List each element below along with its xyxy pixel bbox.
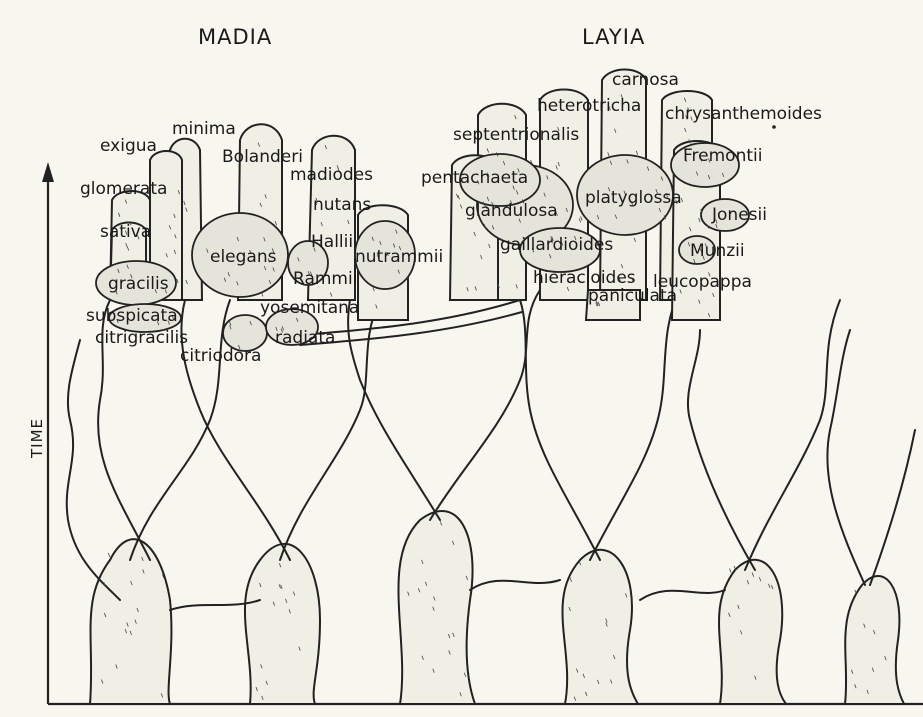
label-rammii: Rammii: [293, 269, 357, 289]
label-minima: minima: [172, 119, 236, 139]
trunk-1: [90, 539, 171, 704]
ancestral-trunks: [90, 511, 904, 704]
genus-header-layia: LAYIA: [582, 25, 645, 49]
label-citriodora: citriodora: [180, 346, 261, 366]
time-axis-label: TIME: [28, 418, 46, 459]
label-jonesii: Jonesii: [711, 205, 767, 225]
label-radiata: radiata: [275, 328, 335, 348]
label-gaillardioides: gaillardioides: [500, 235, 613, 255]
trunk-6: [845, 576, 904, 704]
label-glandulosa: glandulosa: [465, 201, 558, 221]
branch-k: [870, 430, 915, 585]
label-hallii: Hallii: [311, 232, 353, 252]
time-axis-arrowhead: [42, 162, 54, 182]
label-elegans: elegans: [210, 247, 277, 267]
label-nutans: nutans: [313, 195, 371, 215]
label-exigua: exigua: [100, 136, 157, 156]
branch-e: [430, 290, 540, 520]
label-fremontii: Fremontii: [683, 146, 762, 166]
branch-l: [827, 330, 865, 585]
label-munzii: Munzii: [690, 241, 745, 261]
trunk-4: [562, 550, 638, 704]
branch-i: [745, 300, 840, 570]
label-yosemitana: yosemitana: [260, 298, 359, 318]
branch-j: [688, 330, 755, 570]
label-hieracioides: hieracioides: [533, 268, 636, 288]
label-carnosa: carnosa: [612, 70, 679, 90]
branch-p: [640, 590, 725, 600]
label-paniculata: paniculata: [588, 286, 677, 306]
label-gracilis: gracilis: [108, 274, 169, 294]
label-glomerata: glomerata: [80, 179, 167, 199]
label-nutrammii: nutrammii: [355, 247, 443, 267]
label-subspicata: subspicata: [86, 306, 178, 326]
label-citrigracilis: citrigracilis: [95, 328, 188, 348]
label-pentachaeta: pentachaeta: [421, 168, 528, 188]
genus-header-madia: MADIA: [198, 25, 272, 49]
reticulate-branches: [67, 290, 915, 610]
label-heterotricha: heterotricha: [537, 96, 641, 116]
trunk-5: [719, 560, 786, 704]
label-bolanderi: Bolanderi: [222, 147, 303, 167]
label-madioides: madiodes: [290, 165, 373, 185]
label-platyglossa: platyglossa: [585, 188, 682, 208]
trunk-2: [245, 544, 320, 704]
stipple-dot: [772, 125, 776, 129]
label-sativa: sativa: [100, 222, 151, 242]
branch-h: [520, 300, 600, 560]
branch-o: [470, 580, 560, 590]
hatch-stroke: [730, 569, 732, 573]
hatch-stroke: [108, 553, 110, 557]
trunk-3: [398, 511, 475, 704]
label-septentrionalis: septentrionalis: [453, 125, 579, 145]
branch-g: [590, 290, 680, 560]
label-chrysanthemoides: chrysanthemoides: [665, 104, 822, 124]
